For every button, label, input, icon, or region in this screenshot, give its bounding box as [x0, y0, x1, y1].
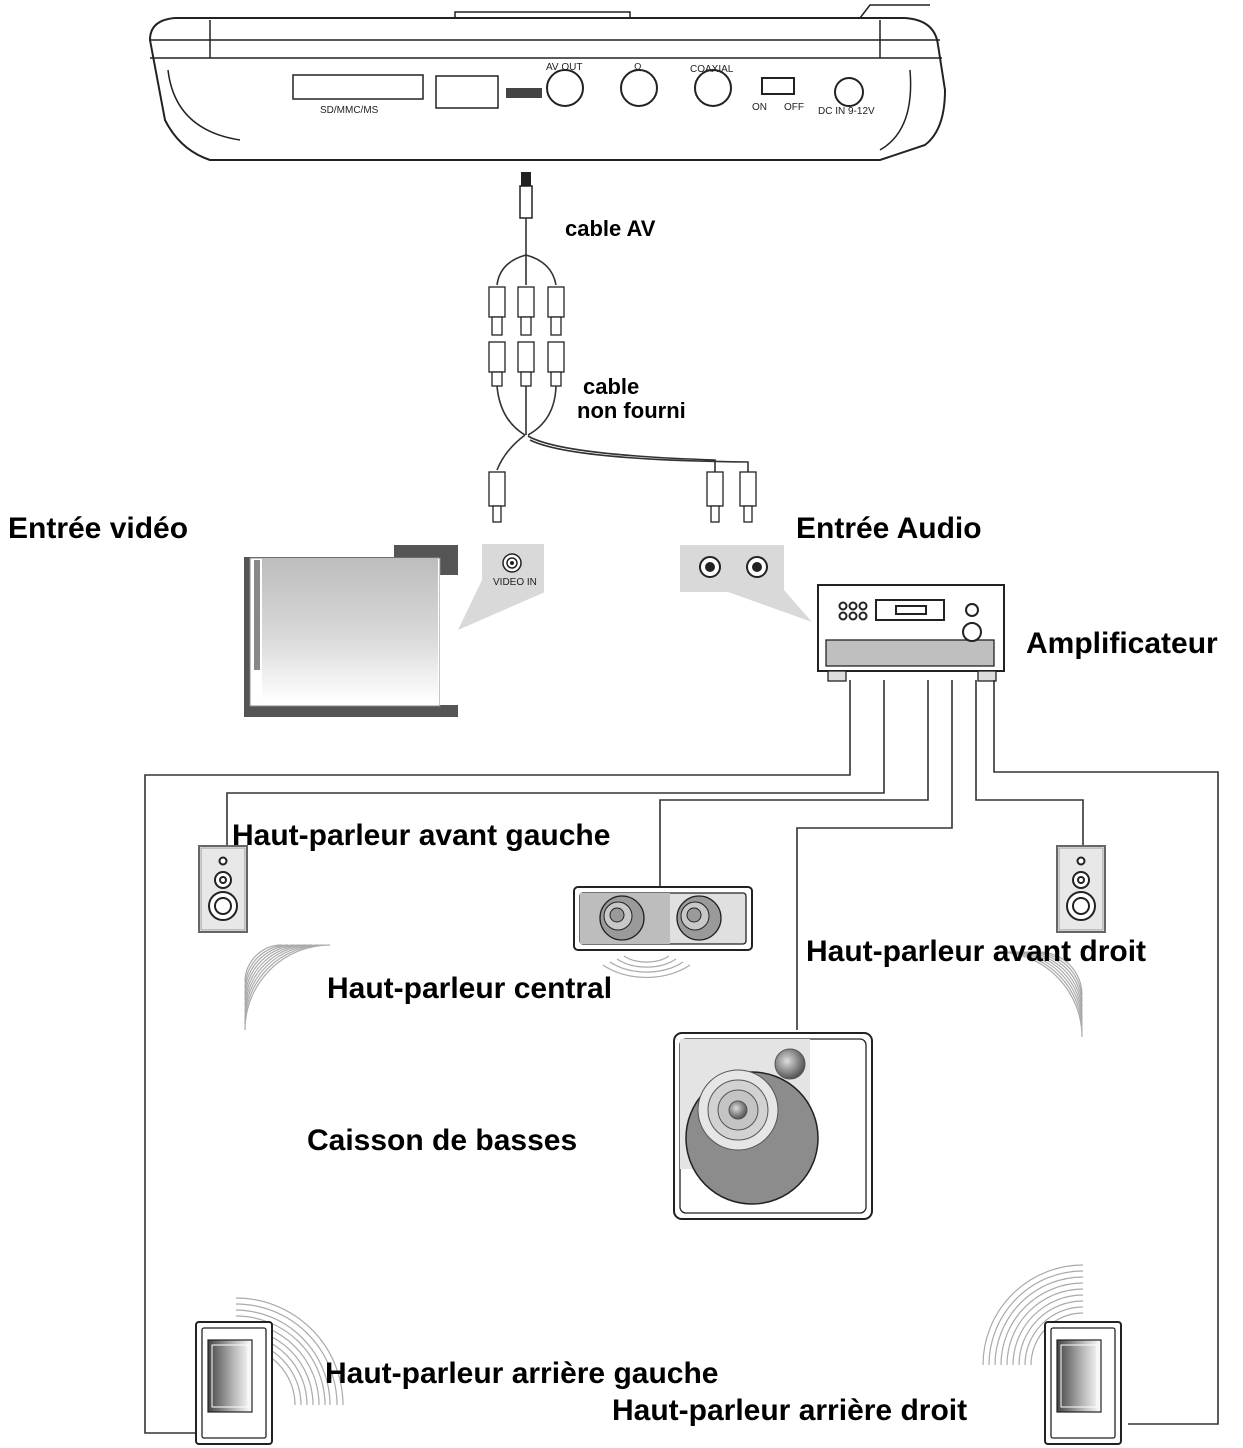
speaker-center [573, 886, 753, 951]
coaxial-jack [694, 69, 732, 107]
subwoofer-label: Caisson de basses [307, 1124, 577, 1157]
headphone-icon: Ω [634, 62, 642, 73]
audio-input-label: Entrée Audio [796, 512, 982, 545]
audio-in-callout [680, 545, 812, 622]
subwoofer [673, 1032, 873, 1220]
rca-plug-video [488, 471, 506, 523]
center-speaker-label: Haut-parleur central [327, 972, 612, 1005]
av-cable: cable AV [488, 172, 656, 387]
rca-cable-not-supplied: cable non fourni [488, 374, 757, 523]
speaker-rear-left [195, 1321, 273, 1445]
dc-in-jack [834, 77, 864, 107]
amplifier [817, 584, 1005, 682]
television [244, 545, 458, 717]
usb-logo-icon [506, 88, 542, 98]
cable-not-supplied-label-1: cable [583, 374, 639, 399]
video-in-jack-label: VIDEO IN [493, 577, 537, 588]
rca-plug-audio-right [739, 471, 757, 523]
av-out-jack [546, 69, 584, 107]
switch-off-label: OFF [784, 102, 804, 113]
sound-waves-front-right [996, 951, 1083, 1038]
av-out-label: AV OUT [546, 62, 582, 73]
dvd-player: SD/MMC/MS AV OUT Ω COAXIAL ON OFF DC IN … [148, 4, 947, 161]
cable-not-supplied-label-2: non fourni [577, 398, 686, 423]
av-cable-label: cable AV [565, 216, 656, 241]
front-right-speaker-label: Haut-parleur avant droit [806, 935, 1146, 968]
sound-waves-center [602, 955, 691, 979]
amplifier-label: Amplificateur [1026, 627, 1218, 660]
sound-waves-front-left [244, 944, 331, 1031]
video-in-callout: VIDEO IN [458, 544, 545, 630]
sound-waves-rear-right [982, 1264, 1084, 1366]
coaxial-label: COAXIAL [690, 64, 734, 75]
amplifier-knob-small [965, 603, 979, 617]
switch-on-label: ON [752, 102, 767, 113]
dc-in-label: DC IN 9-12V [818, 106, 875, 117]
card-slot [292, 74, 424, 100]
speaker-wiring [144, 680, 1219, 1434]
power-switch [761, 77, 795, 95]
speaker-front-right [1056, 845, 1106, 933]
speaker-front-left [198, 845, 248, 933]
usb-port [435, 75, 499, 109]
rear-left-speaker-label: Haut-parleur arrière gauche [325, 1357, 718, 1390]
video-input-label: Entrée vidéo [8, 512, 188, 545]
card-slot-label: SD/MMC/MS [320, 105, 379, 116]
amplifier-knob-large [962, 622, 982, 642]
rca-plug-audio-left [706, 471, 724, 523]
rca-plug-group-top [488, 286, 565, 387]
speaker-rear-right [1044, 1321, 1122, 1445]
front-left-speaker-label: Haut-parleur avant gauche [232, 819, 610, 852]
headphone-jack [620, 69, 658, 107]
tv-screen [262, 558, 438, 702]
rear-right-speaker-label: Haut-parleur arrière droit [612, 1394, 967, 1427]
